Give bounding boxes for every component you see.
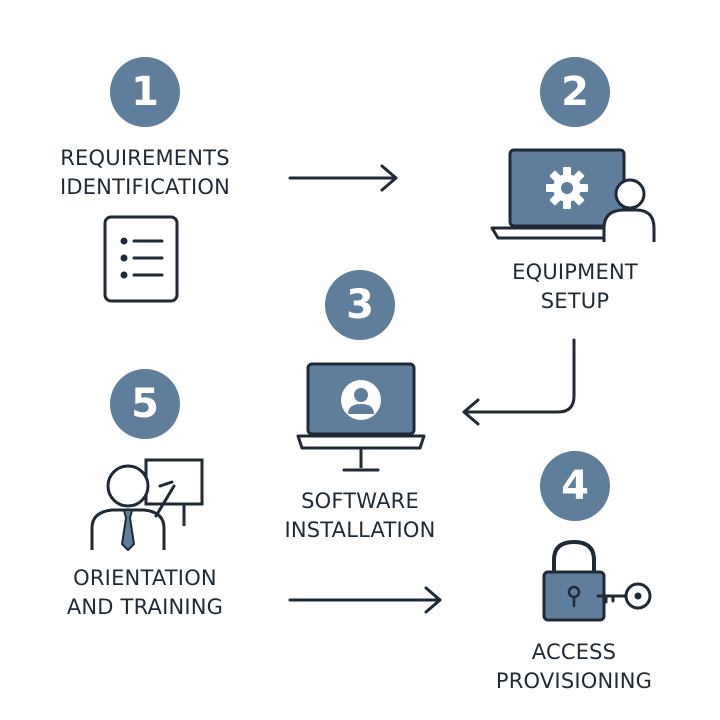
step-1-label: REQUIREMENTS IDENTIFICATION [59, 146, 231, 199]
step-2-badge: 2 [540, 57, 610, 127]
step-5-badge: 5 [110, 369, 180, 439]
step-1-badge: 1 [110, 57, 180, 127]
checklist-icon [103, 215, 179, 303]
step-2-label: EQUIPMENT SETUP [512, 260, 638, 313]
arrow-1-to-2 [288, 164, 398, 192]
arrow-2-to-3 [462, 338, 576, 426]
step-3-badge: 3 [325, 270, 395, 340]
padlock-key-icon [542, 539, 652, 622]
step-4-badge: 4 [540, 451, 610, 521]
arrow-5-to-4 [288, 586, 442, 614]
step-4-label: ACCESS PROVISIONING [495, 640, 653, 693]
laptop-gear-user-icon [490, 148, 656, 242]
step-5-label: ORIENTATION AND TRAINING [66, 566, 224, 619]
step-3-label: SOFTWARE INSTALLATION [284, 489, 436, 542]
monitor-user-icon [296, 362, 426, 472]
presenter-board-icon [90, 458, 204, 551]
